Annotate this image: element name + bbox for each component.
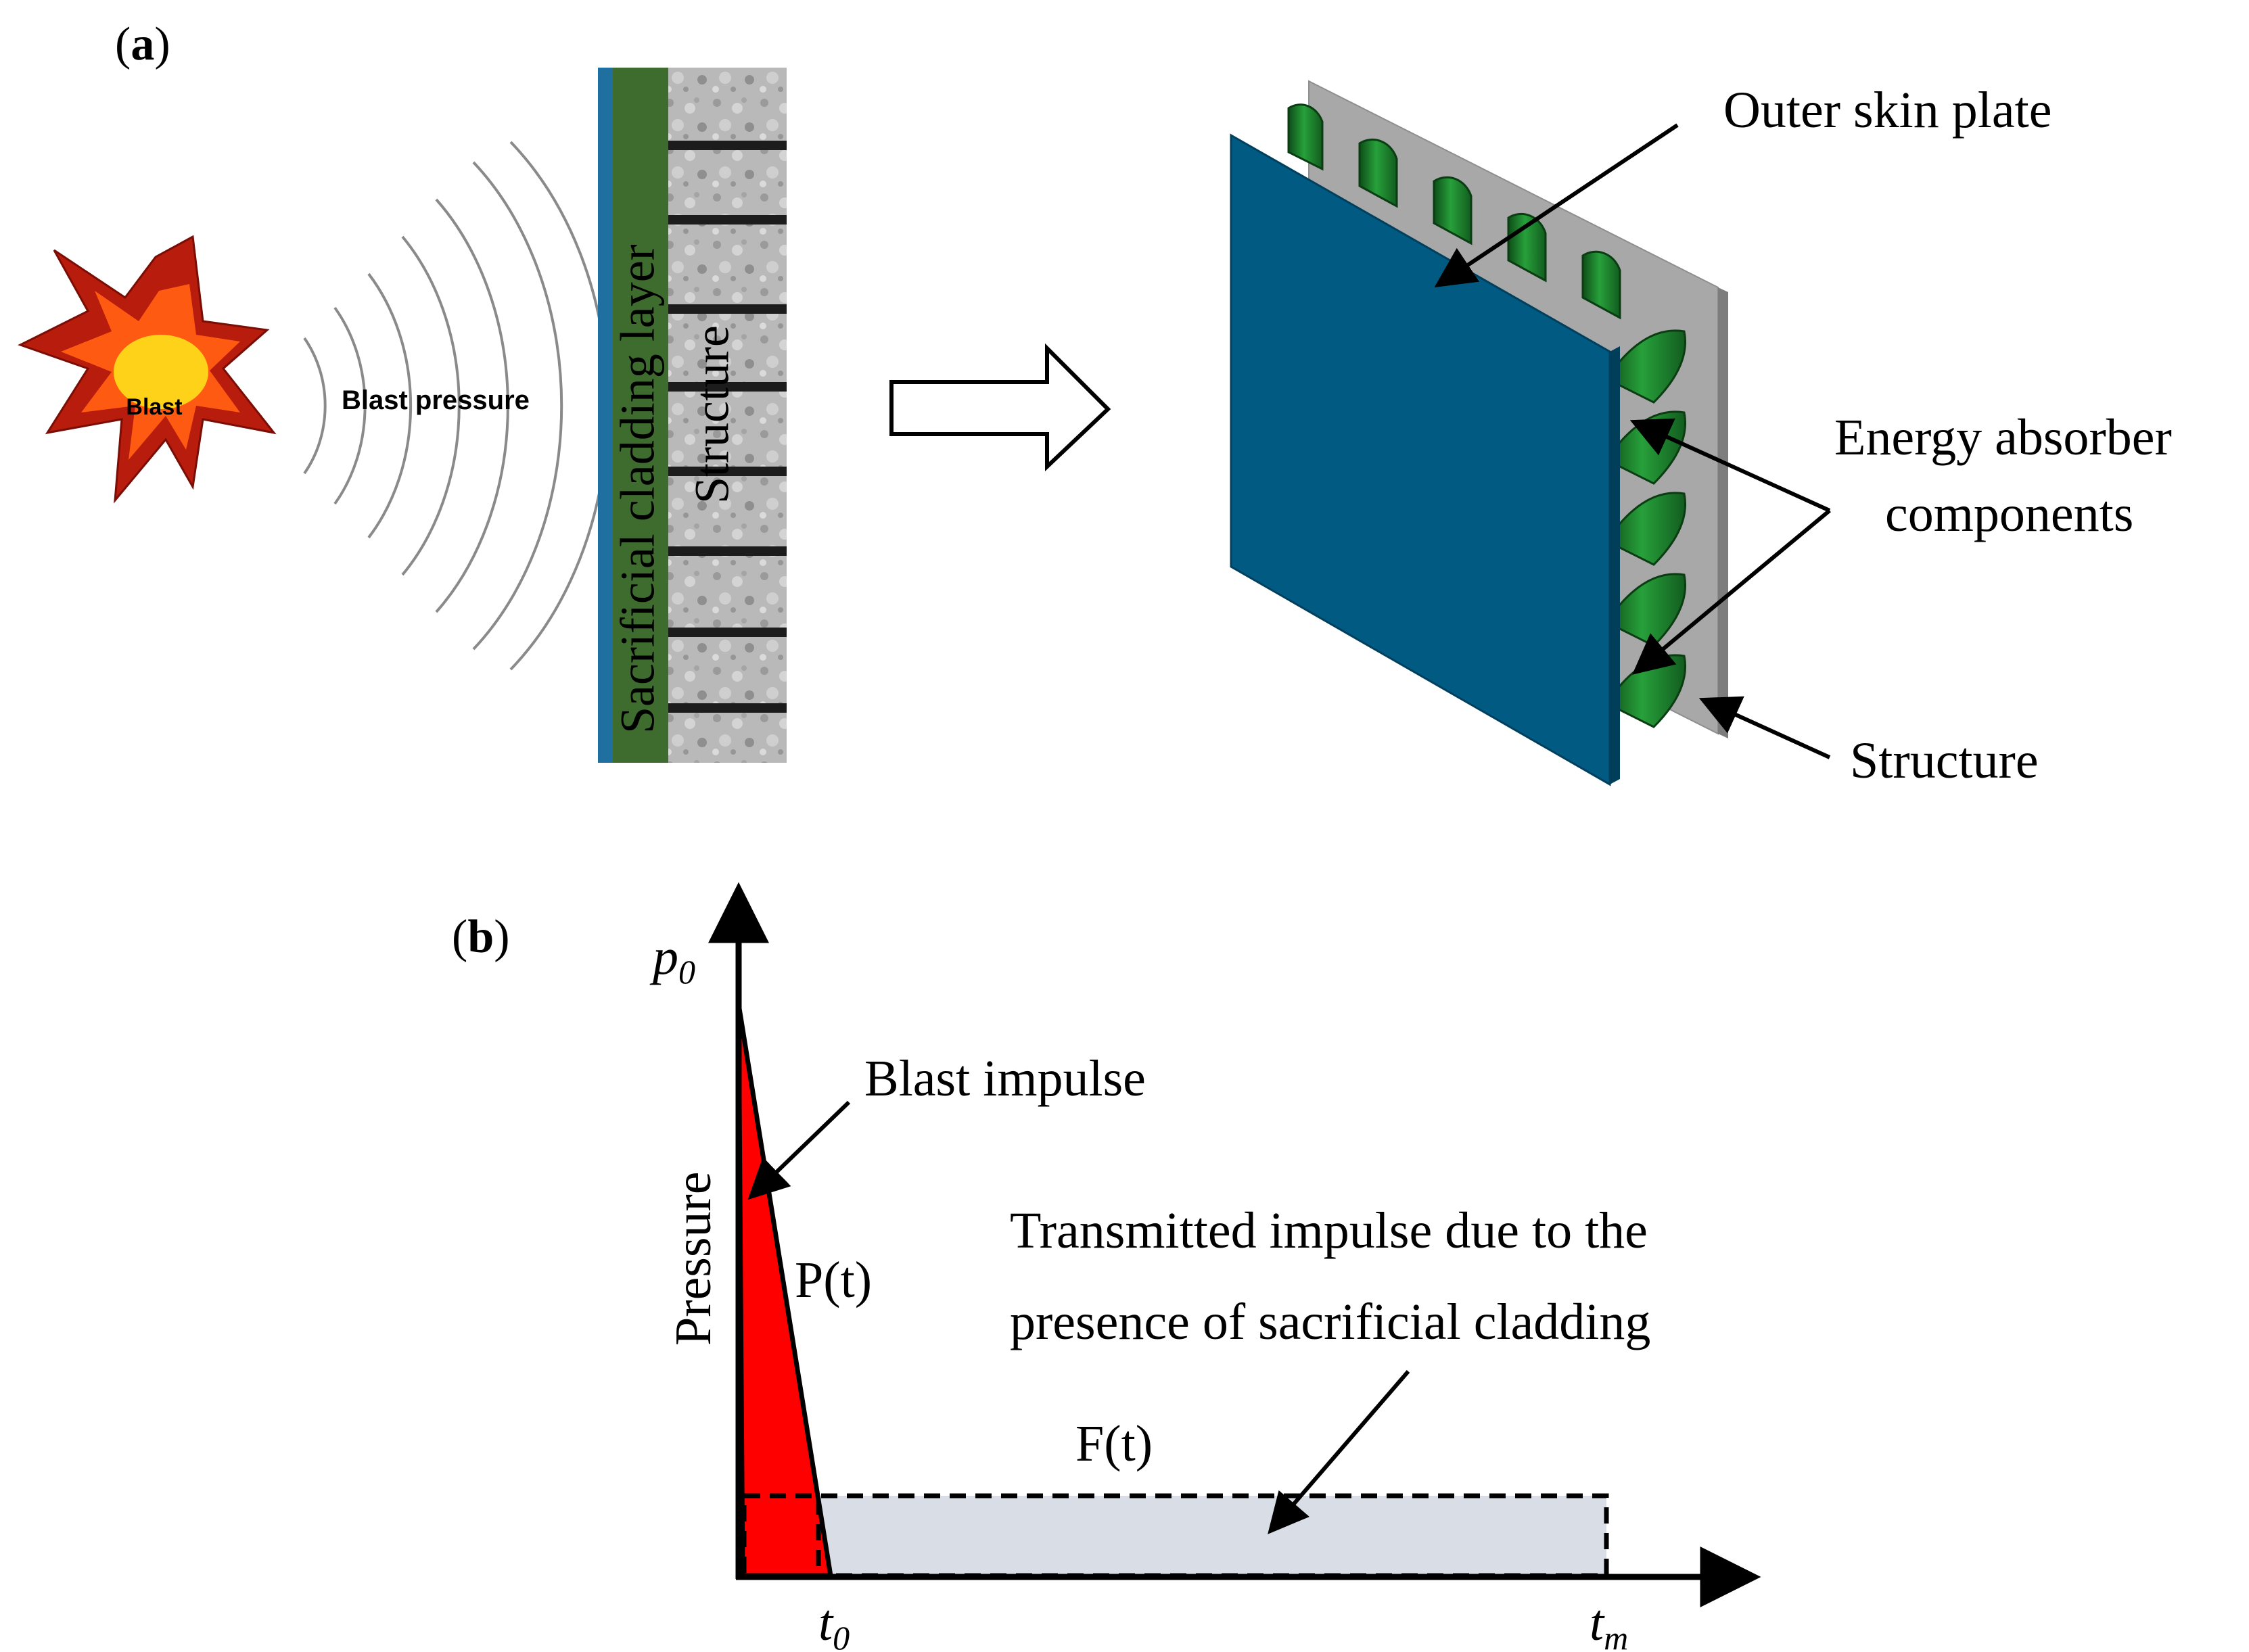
energy-absorber-pointer-lower — [1632, 509, 1831, 675]
ft-label: F(t) — [1075, 1415, 1153, 1472]
transmitted-impulse-pointer — [1268, 1370, 1410, 1534]
transmitted-impulse-label-2: presence of sacrificial cladding — [1010, 1294, 1650, 1350]
panel-a-label: (a) — [115, 18, 170, 70]
blast-icon: Blast — [18, 235, 277, 504]
tm-label: tm — [1590, 1595, 1628, 1652]
pt-label: P(t) — [795, 1252, 872, 1308]
panel-b: (b) p0 Pressure t0 tm Blast impulse P(t)… — [452, 882, 1761, 1652]
energy-absorber-cylinders — [1287, 103, 1687, 728]
t0-label: t0 — [818, 1595, 850, 1652]
energy-absorber-label-1: Energy absorber — [1834, 409, 2172, 466]
structure-label: Structure — [1850, 732, 2039, 789]
cladding-label: Sacrificial cladding layer — [611, 244, 665, 734]
structure-block — [668, 68, 787, 763]
structure-vertical-label: Structure — [685, 325, 739, 504]
structure-joints — [668, 141, 787, 713]
panel-a: (a) Blast Blast pressure — [18, 18, 2172, 789]
cladding-green-layer — [613, 68, 668, 763]
outer-skin-label: Outer skin plate — [1723, 82, 2051, 139]
transition-arrow-icon — [889, 343, 1111, 471]
blast-impulse-label: Blast impulse — [864, 1050, 1146, 1107]
blast-impulse-pointer — [747, 1100, 851, 1200]
backing-structure-edge — [1718, 287, 1728, 738]
transmitted-impulse-label-1: Transmitted impulse due to the — [1010, 1202, 1648, 1259]
y-axis-label: Pressure — [665, 1171, 722, 1346]
peak-pressure-label: p0 — [649, 928, 695, 991]
sandwich-panel-3d — [1230, 80, 1728, 786]
structure-pointer — [1698, 696, 1831, 759]
panel-b-label: (b) — [452, 911, 510, 963]
blast-label: Blast — [126, 394, 182, 420]
transmitted-impulse-area — [741, 1493, 1609, 1578]
cladding-cross-section: Sacrificial cladding layer Structure — [598, 68, 787, 763]
energy-absorber-label-2: components — [1885, 486, 2133, 542]
outer-skin-pointer — [1434, 123, 1679, 287]
blast-pressure-label: Blast pressure — [342, 385, 530, 415]
cladding-blue-strip — [598, 68, 613, 763]
energy-absorber-pointer-upper — [1629, 418, 1831, 513]
blast-star-core — [114, 335, 208, 409]
outer-skin-plate-edge — [1610, 346, 1620, 784]
